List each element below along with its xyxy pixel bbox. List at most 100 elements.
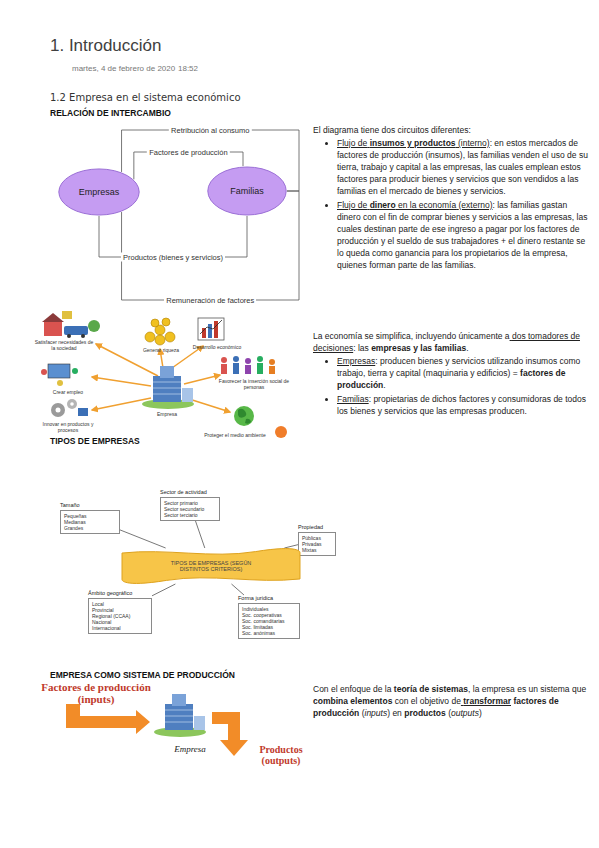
- icon-caption: Empresa: [148, 411, 186, 417]
- paragraph: Con el enfoque de lateoría de sistemas, …: [313, 683, 591, 719]
- text-run: , la empresa es un sistema que: [468, 684, 586, 694]
- text-column: Con el enfoque de lateoría de sistemas, …: [313, 683, 591, 719]
- trend-line: [200, 320, 222, 334]
- flow-label: Productos (bienes y servicios): [121, 253, 225, 262]
- coin: [145, 332, 155, 342]
- category-item: Local: [92, 601, 148, 607]
- bar: [214, 321, 218, 338]
- text-run: Con el enfoque de la: [313, 684, 391, 694]
- spoke-arrow: [92, 377, 151, 386]
- person-head: [257, 356, 263, 362]
- text-run: (externo): [456, 200, 492, 210]
- flow-label: Factores de producción: [147, 148, 229, 157]
- chart-icon: [198, 318, 224, 340]
- gear-hole: [56, 408, 61, 413]
- bar: [208, 324, 212, 338]
- text-run: ) en: [387, 708, 402, 718]
- icon-caption: Proteger el medio ambiente: [204, 432, 266, 438]
- paragraph: El diagrama tiene dos circuitos diferent…: [313, 124, 591, 136]
- text-run: ): [479, 708, 482, 718]
- text-run: El diagrama tiene dos circuitos diferent…: [313, 125, 471, 135]
- band-shape: [122, 549, 300, 584]
- chart-frame: [198, 318, 224, 340]
- person-head: [269, 359, 275, 365]
- bullet-item: Flujo deinsumos y productos(interno): en…: [337, 137, 591, 197]
- gear: [67, 399, 77, 409]
- category-box: Sector de actividadSector primarioSector…: [160, 489, 220, 521]
- bullet-list: Empresas: producen bienes y servicios ut…: [313, 355, 591, 417]
- connector-line: [152, 584, 175, 596]
- icon-caption: Favorecer la inserción social de persona…: [214, 378, 294, 390]
- gear-hole: [70, 402, 74, 406]
- text-run: outputs: [451, 708, 479, 718]
- windows: [165, 710, 193, 722]
- coin: [155, 325, 165, 335]
- icon-caption: Innovar en productos y procesos: [38, 421, 98, 433]
- employment-icon: [41, 364, 78, 386]
- output-block-arrow: [212, 712, 248, 756]
- connector-line: [231, 584, 244, 595]
- text-run: productos: [402, 708, 446, 718]
- windows: [153, 382, 181, 394]
- person-head: [233, 356, 239, 362]
- text-run: .: [383, 380, 385, 390]
- time-stamp: 18:52: [178, 64, 198, 73]
- category-item: Privadas: [302, 541, 332, 547]
- text-run: Flujo de: [337, 138, 367, 148]
- person-head: [221, 357, 227, 363]
- spoke-arrow: [92, 398, 151, 410]
- coin: [155, 335, 165, 345]
- category-item: Sector terciario: [164, 512, 216, 518]
- person-body: [221, 364, 227, 374]
- coins-icon: [145, 318, 175, 345]
- category-box: PropiedadPúblicasPrivadasMixtas: [298, 524, 336, 556]
- orange-dot: [275, 426, 287, 438]
- connector-line: [284, 545, 298, 548]
- text-run: Empresas: [337, 356, 375, 366]
- text-run: : las familias gastan dinero con el fin …: [337, 200, 587, 270]
- category-item: Sector primario: [164, 500, 216, 506]
- window-line: [165, 716, 193, 717]
- icon-caption: Generar riqueza: [138, 347, 184, 353]
- flow-label: Remuneración de factores: [164, 296, 256, 305]
- category-heading: Ámbito geográfico: [88, 590, 152, 597]
- category-item: Pequeñas: [64, 513, 116, 519]
- text-run: (: [446, 708, 451, 718]
- text-run: (: [359, 708, 364, 718]
- text-run: teoría de sistemas: [391, 684, 468, 694]
- text-run: Flujo de: [337, 200, 367, 210]
- category-heading: Forma jurídica: [238, 595, 300, 602]
- icon-caption: Satisfacer necesidades de la sociedad: [33, 339, 95, 351]
- spoke-arrows: [92, 344, 230, 412]
- spoke-arrow: [186, 398, 230, 412]
- building-wing: [182, 388, 193, 402]
- flow-label: Retribución al consumo: [169, 126, 251, 135]
- sign: [62, 311, 72, 319]
- company-caption: Empresa: [170, 744, 210, 754]
- window-line: [153, 388, 181, 389]
- category-heading: Propiedad: [298, 524, 336, 531]
- person-body: [269, 366, 275, 374]
- text-run: Familias: [337, 394, 369, 404]
- ground: [142, 399, 194, 409]
- text-run: con el objetivo de: [392, 696, 461, 706]
- spoke-arrow: [184, 375, 220, 384]
- category-list-box: PúblicasPrivadasMixtas: [298, 532, 336, 556]
- tree: [88, 320, 100, 332]
- text-run: .: [466, 343, 468, 353]
- actor-ellipse: Empresas: [58, 168, 140, 216]
- bullet-item: Flujo dedineroen la economía(externo): l…: [337, 199, 591, 271]
- person-head: [57, 380, 63, 386]
- central-band: TIPOS DE EMPRESAS (SEGÚN DISTINTOS CRITE…: [122, 548, 300, 584]
- house-roof: [42, 313, 64, 322]
- input-label: Factores de producción (inputs): [28, 681, 164, 705]
- category-list-box: PequeñasMedianasGrandes: [60, 510, 120, 534]
- subsection-heading: TIPOS DE EMPRESAS: [50, 436, 140, 446]
- window-line: [153, 394, 181, 395]
- text-run: empresas y las familias: [369, 343, 466, 353]
- bullet-item: Empresas: producen bienes y servicios ut…: [337, 355, 591, 391]
- category-item: Internacional: [92, 625, 148, 631]
- subsection-heading: RELACIÓN DE INTERCAMBIO: [50, 108, 171, 118]
